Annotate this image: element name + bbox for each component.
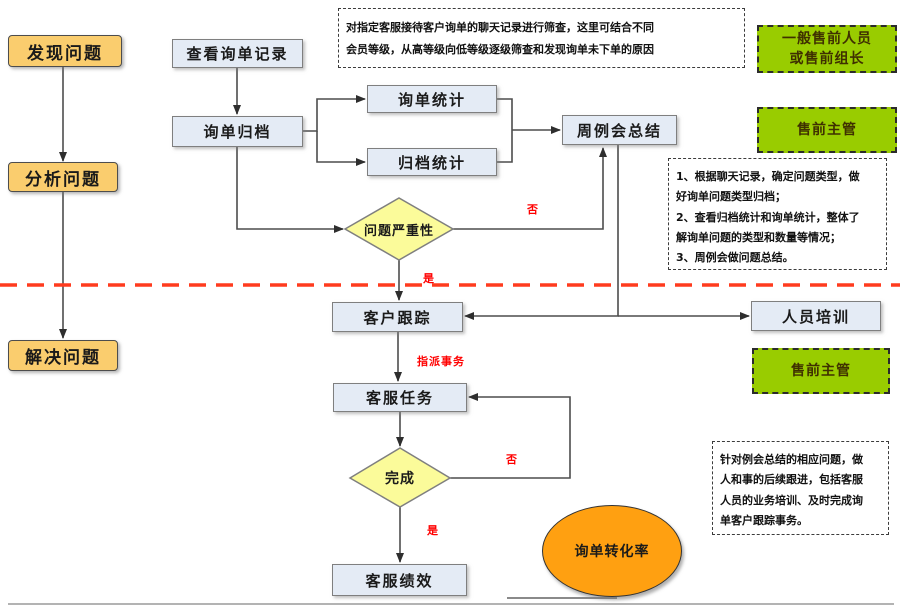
- note-summary-steps: 1、根据聊天记录，确定问题类型，做 好询单问题类型归档； 2、查看归档统计和询单…: [668, 158, 887, 270]
- conversion-rate-ellipse: 询单转化率: [542, 505, 682, 597]
- node-customer-tracking: 客户跟踪: [332, 302, 463, 332]
- node-weekly-meeting-summary: 周例会总结: [562, 115, 677, 145]
- stage-solve-problem: 解决问题: [8, 340, 118, 371]
- edge-archive-severity: [236, 147, 344, 233]
- decision-done-label: 完成: [385, 470, 415, 487]
- edge-label-severity-no: 否: [527, 203, 539, 216]
- node-view-inquiry-record: 查看询单记录: [172, 39, 303, 68]
- role-presales-staff: 一般售前人员 或售前组长: [757, 25, 897, 73]
- edge-done-no-task: [450, 393, 571, 479]
- edge-severity-no-weeklymeeting: [453, 147, 607, 230]
- note-screening: 对指定客服接待客户询单的聊天记录进行筛查，这里可结合不同 会员等级，从高等级向低…: [338, 8, 745, 68]
- note-follow-up: 针对例会总结的相应问题，做 人和事的后续跟进，包括客服 人员的业务培训、及时完成…: [712, 441, 889, 535]
- node-staff-training: 人员培训: [751, 301, 881, 331]
- edge-label-done-no: 否: [506, 453, 518, 466]
- edge-stats-merge: [497, 98, 513, 163]
- edge-label-assign-task: 指派事务: [417, 355, 465, 368]
- role-presales-manager-top: 售前主管: [757, 107, 897, 153]
- edge-label-severity-yes: 是: [423, 272, 435, 285]
- severity-diamond-shape: [343, 197, 455, 261]
- edge-archive-inquirystats: [303, 95, 366, 132]
- stage-discover-problem: 发现问题: [8, 35, 122, 67]
- node-inquiry-stats: 询单统计: [367, 85, 497, 113]
- decision-severity-label: 问题严重性: [363, 223, 434, 239]
- node-archive-stats: 归档统计: [367, 148, 497, 176]
- role-presales-manager-bottom: 售前主管: [752, 348, 890, 394]
- done-diamond-shape: [348, 447, 452, 508]
- edge-archive-archivestats: [316, 131, 366, 166]
- node-service-task: 客服任务: [333, 383, 467, 412]
- node-service-performance: 客服绩效: [332, 564, 467, 596]
- stage-analyze-problem: 分析问题: [8, 162, 118, 192]
- edge-label-done-yes: 是: [427, 524, 439, 537]
- node-inquiry-archive: 询单归档: [172, 116, 303, 147]
